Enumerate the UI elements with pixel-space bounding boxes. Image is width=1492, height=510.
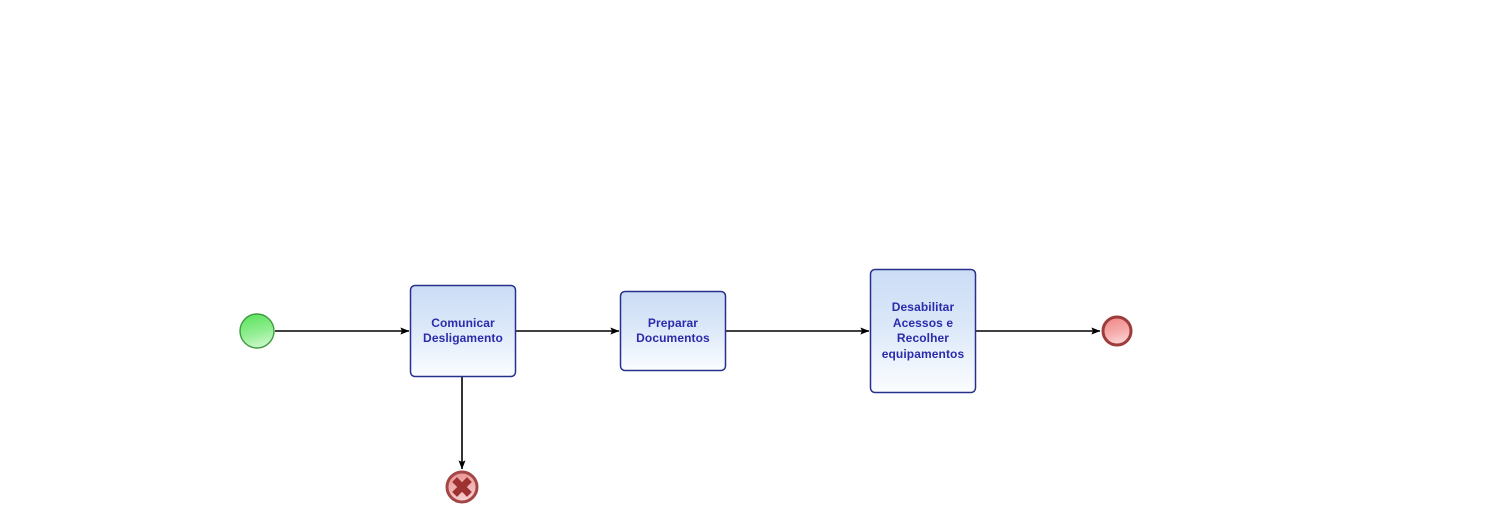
start-event-circle [239,313,275,349]
cancel-cross-icon [452,477,472,497]
cancel-end-event[interactable] [445,470,479,504]
task-box [409,284,517,378]
task-preparar-documentos[interactable] [619,290,727,372]
sequence-flow-layer [275,327,1101,470]
task-desabilitar-acessos[interactable] [869,268,977,394]
task-comunicar-desligamento[interactable] [409,284,517,378]
start-event[interactable] [239,313,275,349]
end-event-circle [1101,315,1133,347]
end-event[interactable] [1101,315,1133,347]
task-box [869,268,977,394]
task-box [619,290,727,372]
